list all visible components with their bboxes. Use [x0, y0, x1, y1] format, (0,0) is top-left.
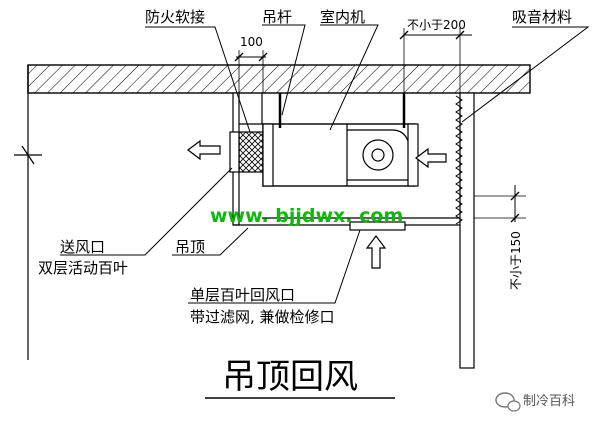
sound-absorb-material	[455, 95, 463, 225]
label-indoor-unit: 室内机	[320, 8, 365, 26]
label-supply-outlet-2: 双层活动百叶	[38, 259, 128, 277]
dim-200-ticks	[399, 30, 465, 40]
dim-200-text: 不小于200	[407, 18, 466, 32]
wechat-watermark: 制冷百科	[495, 392, 575, 412]
hanger-bracket	[407, 123, 419, 187]
label-return-outlet-2: 带过滤网, 兼做检修口	[190, 308, 335, 326]
diagram-title: 吊顶回风	[222, 357, 358, 397]
label-hanger-rod: 吊杆	[262, 8, 292, 26]
return-arrow-icon	[365, 235, 387, 269]
label-fire-flex: 防火软接	[145, 8, 205, 26]
return-grille	[349, 221, 406, 231]
fan-hub	[371, 148, 385, 162]
leader-supply-outlet	[60, 167, 233, 256]
label-sound-absorb: 吸音材料	[512, 8, 572, 26]
dim-100-ticks	[234, 52, 268, 62]
supply-duct-box	[237, 93, 263, 125]
watermark-text: 制冷百科	[523, 394, 575, 409]
leader-fire-flex	[145, 26, 251, 133]
leader-hanger-rod	[262, 24, 306, 116]
leader-indoor-unit	[320, 24, 379, 131]
fire-flex-joint	[238, 131, 264, 173]
dim-100-text: 100	[240, 35, 263, 49]
intake-arrow-icon	[415, 147, 447, 169]
floor-slab	[27, 64, 531, 94]
supply-arrow-icon	[187, 139, 221, 161]
leader-sound-absorb	[461, 26, 590, 123]
label-return-outlet-1: 单层百叶回风口	[190, 286, 295, 304]
website-text: www. bjjdwx. com	[210, 205, 403, 227]
label-supply-outlet-1: 送风口	[60, 238, 105, 256]
dim-150-ticks	[510, 191, 520, 223]
wechat-icon	[495, 392, 515, 408]
wechat-icon-small	[507, 400, 521, 412]
leader-return-outlet	[188, 229, 361, 304]
indoor-unit-coil	[262, 123, 274, 187]
right-partition	[459, 92, 475, 369]
wall-break-symbol	[14, 145, 42, 165]
supply-grille-frame	[229, 131, 240, 173]
label-ceiling: 吊顶	[175, 238, 205, 256]
leader-ceiling	[172, 227, 249, 256]
dim-150-text: 不小于150	[509, 231, 523, 290]
